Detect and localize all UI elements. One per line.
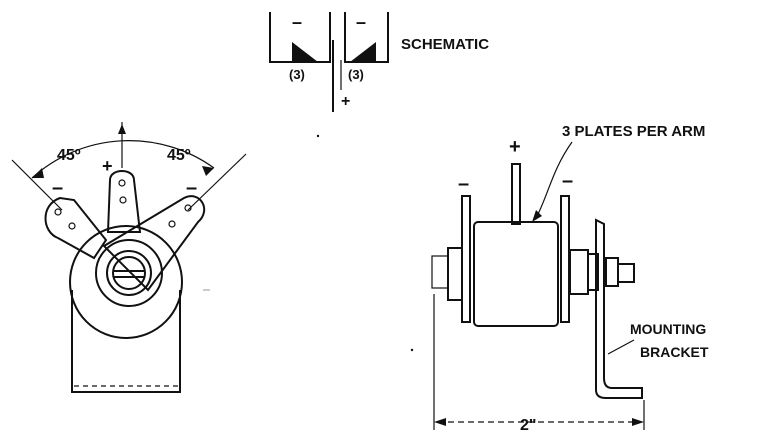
- right-arm: [102, 195, 205, 292]
- angle-right-label: 45º: [167, 147, 191, 164]
- front-view: 45º 45º + – –: [11, 122, 247, 393]
- capacitor-body: [473, 221, 559, 327]
- left-arm: [44, 196, 108, 260]
- dimension-label: 2": [520, 417, 536, 434]
- side-plus: +: [509, 136, 521, 158]
- schematic-plus: +: [341, 93, 350, 110]
- front-minus-left: –: [52, 177, 63, 199]
- schematic-minus-left: –: [292, 12, 302, 32]
- bracket-label-line-2: BRACKET: [640, 344, 709, 360]
- screw-head: [112, 256, 146, 290]
- plates-per-arm-label: 3 PLATES PER ARM: [562, 123, 705, 140]
- left-plate-mark: [292, 42, 318, 62]
- front-minus-right: –: [186, 177, 197, 199]
- angle-arc: [31, 140, 215, 179]
- right-plate-mark: [350, 42, 376, 62]
- mounting-bracket: [595, 218, 643, 399]
- centre-arm: [106, 170, 142, 233]
- schematic-count-right: (3): [348, 67, 364, 82]
- angle-left-label: 45º: [57, 147, 81, 164]
- side-minus-right: –: [562, 170, 573, 192]
- side-minus-left: –: [458, 173, 469, 195]
- schematic-minus-right: –: [356, 12, 366, 32]
- schematic-count-left: (3): [289, 67, 305, 82]
- rotor-disk: [69, 225, 183, 339]
- side-view: 3 PLATES PER ARM + – – MOUNTING BRACKET: [431, 123, 709, 434]
- bracket-label-line-1: MOUNTING: [630, 321, 706, 337]
- schematic-title: SCHEMATIC: [401, 36, 489, 53]
- schematic-symbol: – – (3) (3) + SCHEMATIC: [269, 12, 489, 112]
- front-plus: +: [102, 156, 113, 176]
